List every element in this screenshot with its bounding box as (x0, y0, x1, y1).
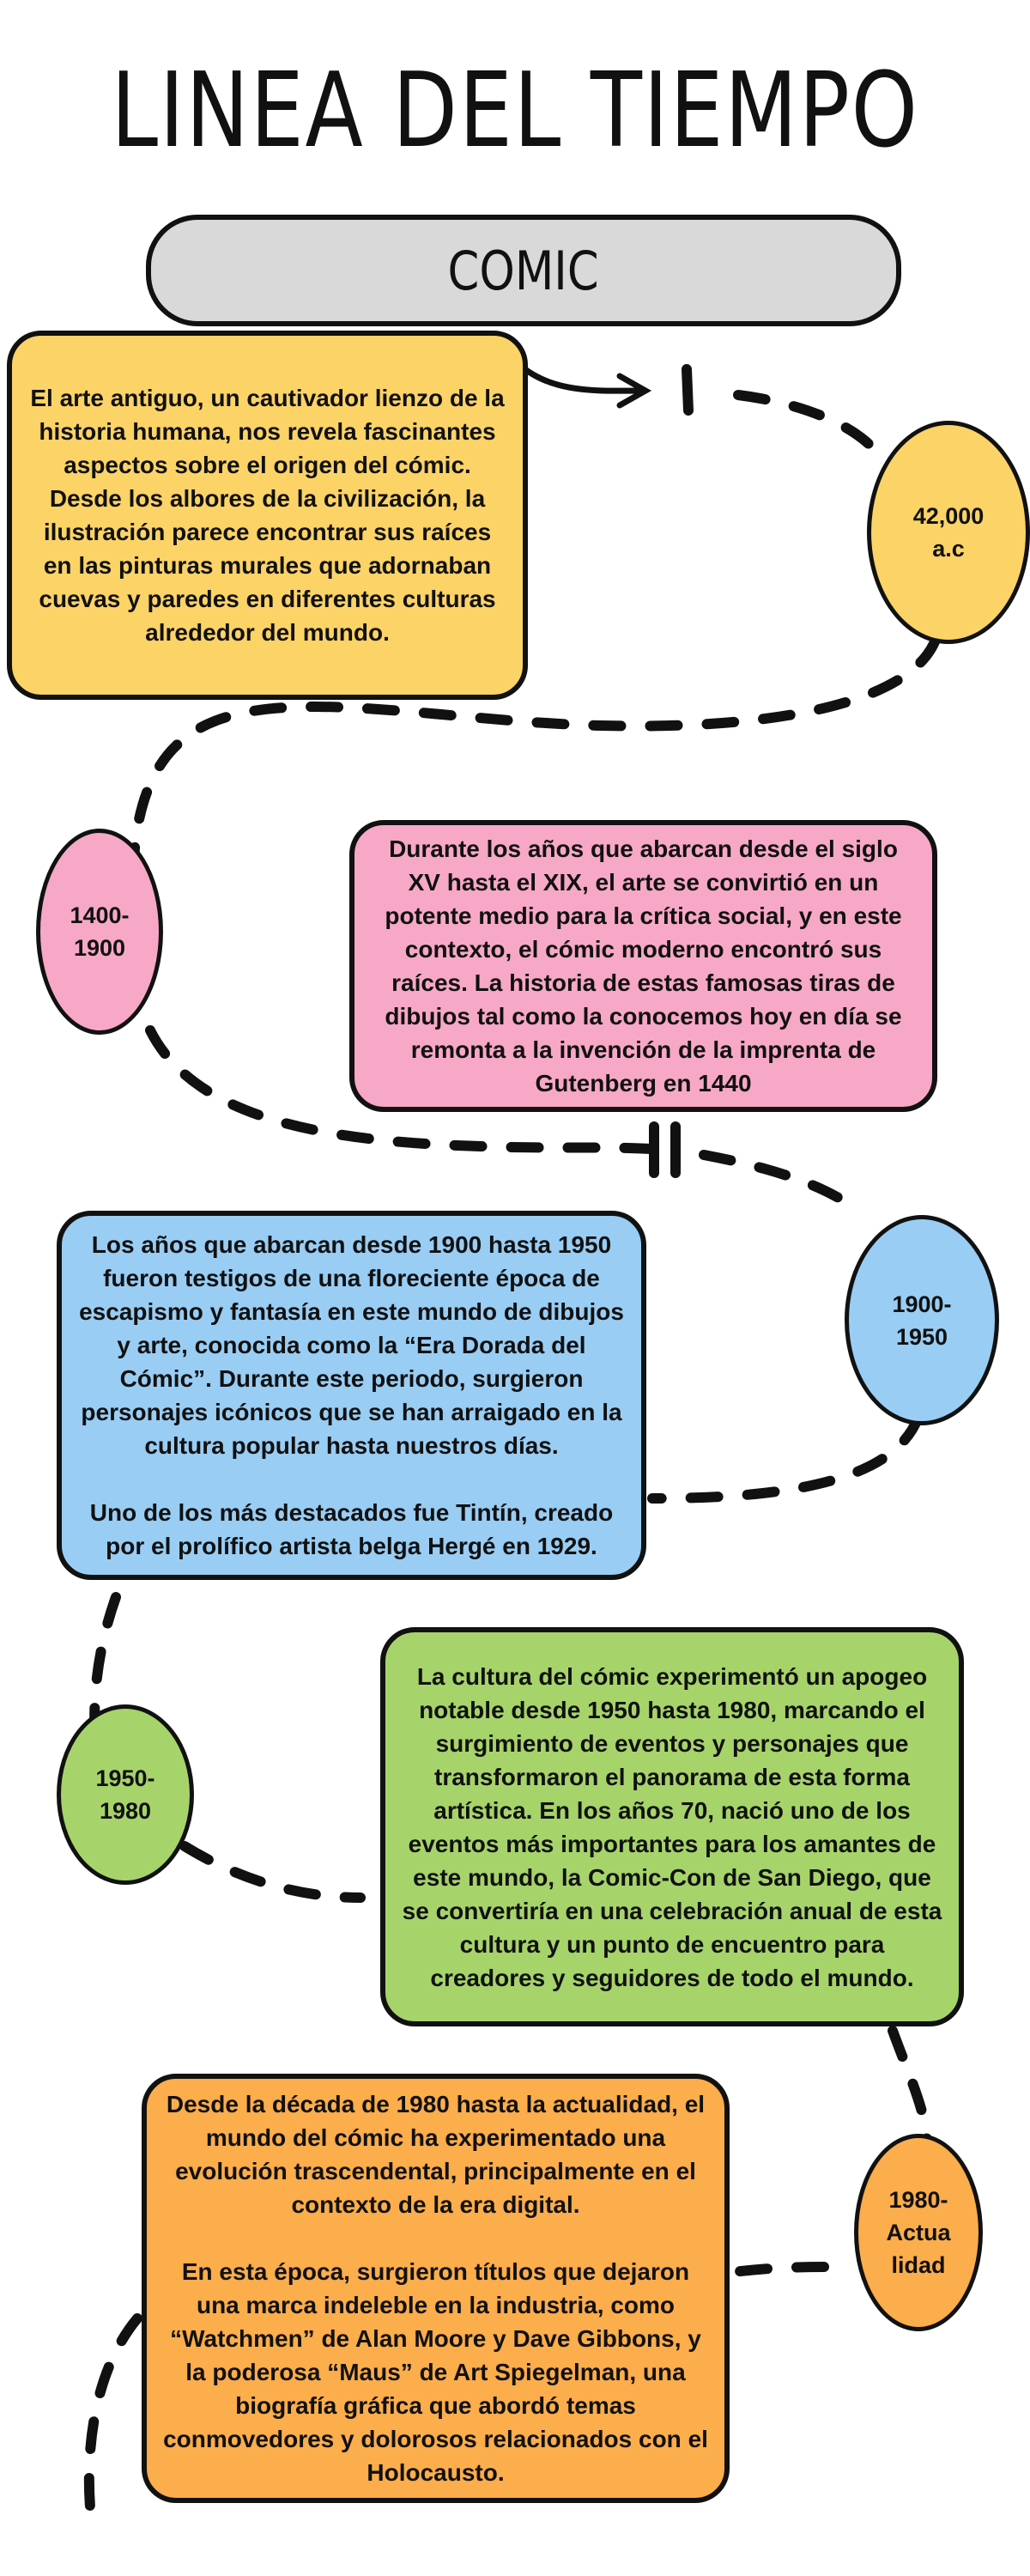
event-text: Durante los años que abarcan desde el si… (385, 835, 902, 1097)
event-text: En esta época, surgieron títulos que dej… (163, 2258, 708, 2486)
event-date-3: 1900- 1950 (845, 1215, 999, 1425)
event-date-4: 1950- 1980 (57, 1704, 194, 1885)
event-text: La cultura del cómic experimentó un apog… (402, 1662, 942, 1991)
subtitle-banner: COMIC (146, 215, 901, 326)
event-card-3: Los años que abarcan desde 1900 hasta 19… (57, 1211, 646, 1580)
event-text: Los años que abarcan desde 1900 hasta 19… (79, 1231, 624, 1459)
event-text: Uno de los más destacados fue Tintín, cr… (89, 1499, 614, 1559)
event-date-5: 1980- Actua lidad (854, 2134, 983, 2331)
event-card-1: El arte antiguo, un cautivador lienzo de… (7, 331, 528, 700)
event-card-4: La cultura del cómic experimentó un apog… (380, 1627, 964, 2026)
event-card-2: Durante los años que abarcan desde el si… (349, 820, 937, 1112)
page-title: LINEA DEL TIEMPO (111, 52, 919, 171)
event-text: Desde la década de 1980 hasta la actuali… (166, 2091, 706, 2218)
subtitle-label: COMIC (447, 239, 600, 302)
event-card-5: Desde la década de 1980 hasta la actuali… (142, 2074, 730, 2503)
event-text: El arte antiguo, un cautivador lienzo de… (30, 385, 505, 646)
event-date-2: 1400- 1900 (36, 829, 163, 1035)
event-date-1: 42,000 a.c (867, 421, 1030, 644)
